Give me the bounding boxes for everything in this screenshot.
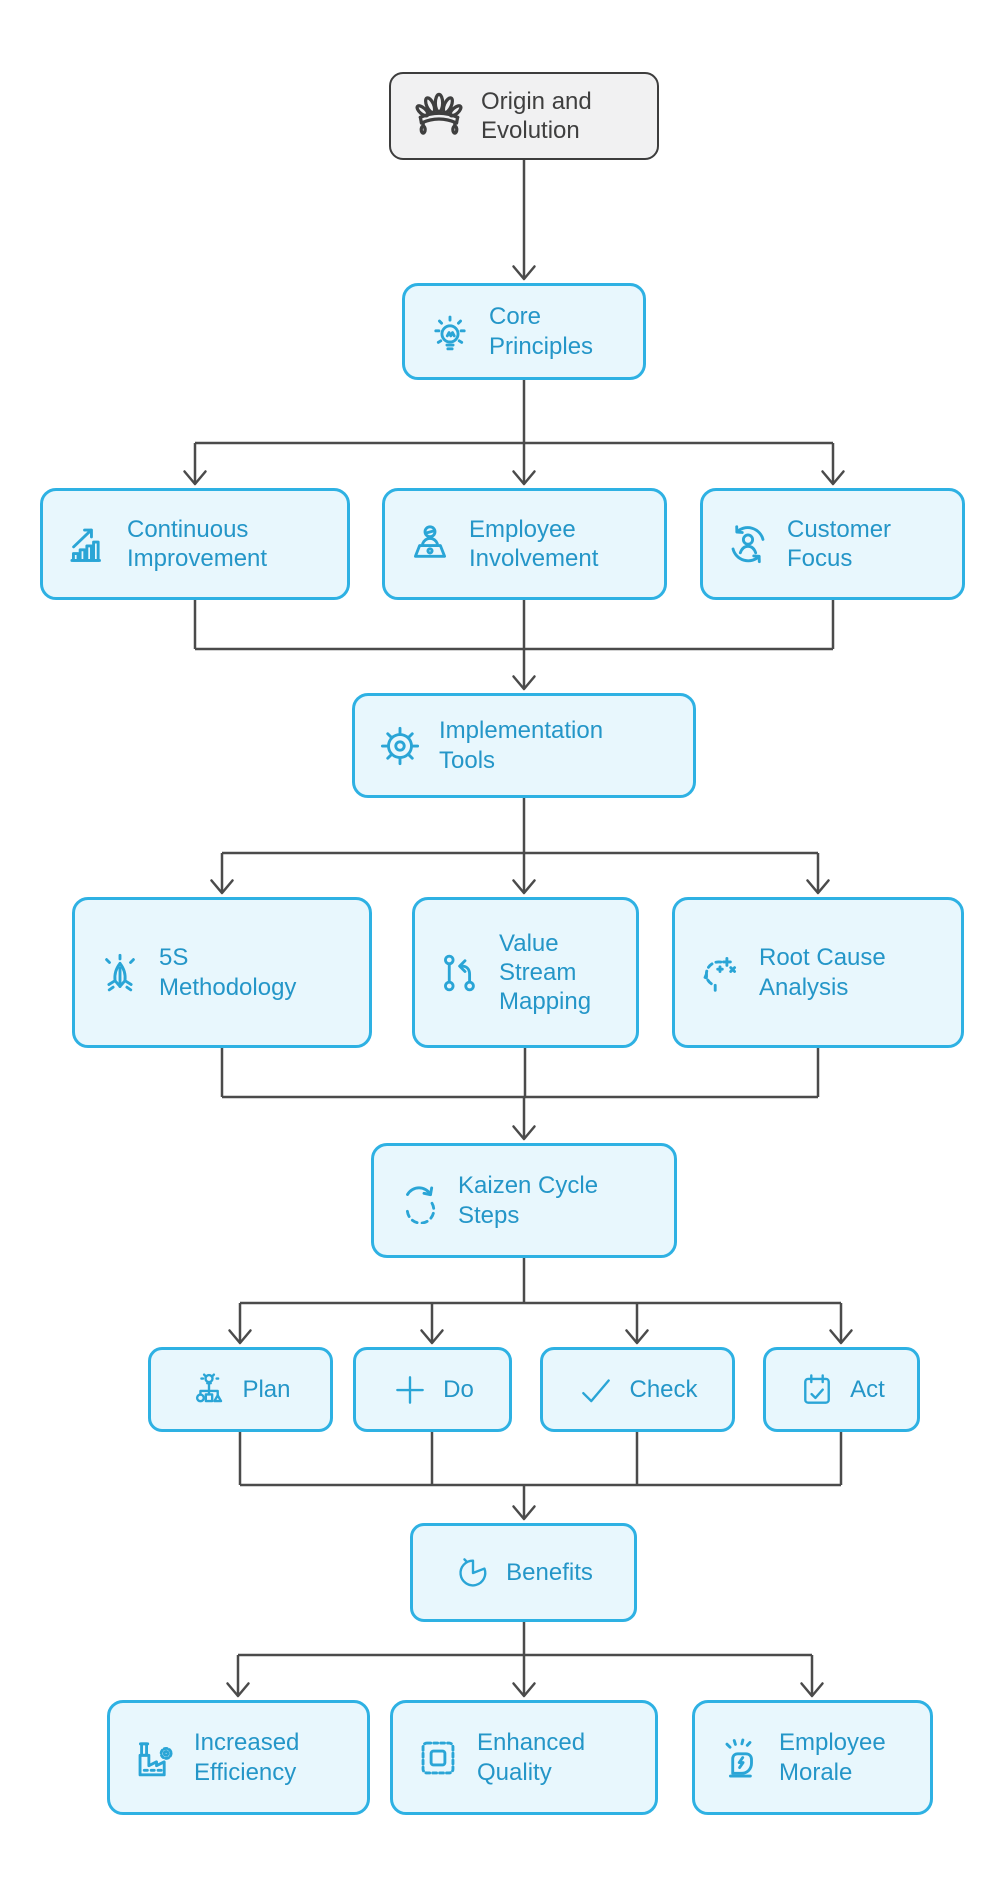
node-customer-focus[interactable]: Customer Focus <box>700 488 965 600</box>
node-core-principles[interactable]: Core Principles <box>402 283 646 380</box>
calendar-check-icon <box>798 1371 836 1409</box>
node-continuous-improvement[interactable]: Continuous Improvement <box>40 488 350 600</box>
customer-cycle-icon <box>725 521 771 567</box>
node-implementation-tools[interactable]: Implementation Tools <box>352 693 696 798</box>
node-benefits[interactable]: Benefits <box>410 1523 637 1622</box>
node-enhanced-quality[interactable]: Enhanced Quality <box>390 1700 658 1815</box>
check-icon <box>577 1371 615 1409</box>
node-label: Continuous Improvement <box>127 515 268 572</box>
node-label: 5S Methodology <box>159 944 297 1001</box>
cycle-arrow-icon <box>396 1178 442 1224</box>
branch-icon <box>437 950 483 996</box>
node-employee-morale[interactable]: Employee Morale <box>692 1700 933 1815</box>
node-label: Benefits <box>506 1558 593 1586</box>
node-kaizen-cycle-steps[interactable]: Kaizen Cycle Steps <box>371 1143 677 1258</box>
node-value-stream-mapping[interactable]: Value Stream Mapping <box>412 897 639 1048</box>
node-label: Increased Efficiency <box>194 1729 300 1786</box>
node-label: Act <box>850 1375 885 1403</box>
gear-icon <box>377 723 423 769</box>
node-label: Root Cause Analysis <box>759 944 886 1001</box>
idea-plan-icon <box>190 1371 228 1409</box>
node-label: Employee Morale <box>779 1729 886 1786</box>
node-increased-efficiency[interactable]: Increased Efficiency <box>107 1700 370 1815</box>
node-label: Core Principles <box>489 303 594 360</box>
node-employee-involvement[interactable]: Employee Involvement <box>382 488 667 600</box>
node-label: Do <box>443 1375 474 1403</box>
person-laptop-icon <box>407 521 453 567</box>
node-act[interactable]: Act <box>763 1347 920 1432</box>
growth-chart-icon <box>65 521 111 567</box>
node-label: Implementation Tools <box>439 717 604 774</box>
node-label: Origin and Evolution <box>481 87 592 144</box>
node-check[interactable]: Check <box>540 1347 735 1432</box>
node-label: Kaizen Cycle Steps <box>458 1172 599 1229</box>
stamp-icon <box>415 1735 461 1781</box>
node-root-cause-analysis[interactable]: Root Cause Analysis <box>672 897 964 1048</box>
node-label: Check <box>629 1375 698 1403</box>
fist-icon <box>717 1735 763 1781</box>
pie-chart-icon <box>454 1554 492 1592</box>
head-sparks-icon <box>697 950 743 996</box>
node-label: Customer Focus <box>787 515 892 572</box>
headdress-icon <box>413 90 465 142</box>
node-plan[interactable]: Plan <box>148 1347 333 1432</box>
node-label: Plan <box>242 1375 291 1403</box>
node-label: Enhanced Quality <box>477 1729 586 1786</box>
praying-hands-icon <box>97 950 143 996</box>
plus-icon <box>391 1371 429 1409</box>
factory-icon <box>132 1735 178 1781</box>
node-5s-methodology[interactable]: 5S Methodology <box>72 897 372 1048</box>
node-do[interactable]: Do <box>353 1347 512 1432</box>
node-origin-and-evolution[interactable]: Origin and Evolution <box>389 72 659 160</box>
lightbulb-rays-icon <box>427 309 473 355</box>
node-label: Value Stream Mapping <box>499 929 592 1016</box>
node-label: Employee Involvement <box>469 515 599 572</box>
